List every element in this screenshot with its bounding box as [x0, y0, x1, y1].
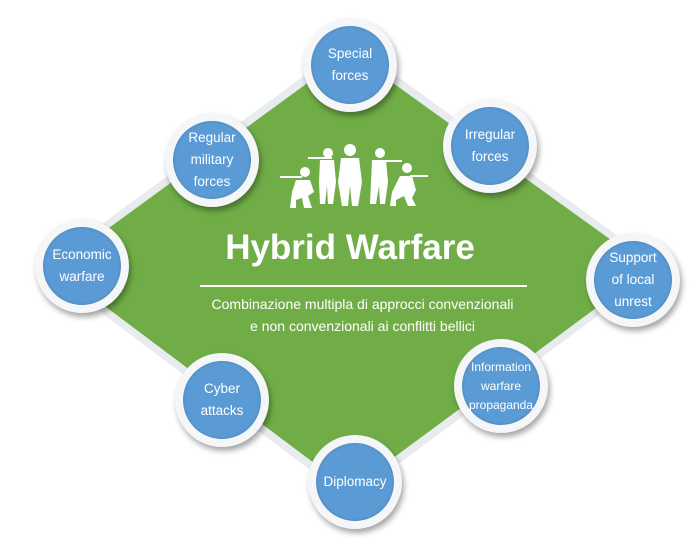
node-diplomacy: Diplomacy — [308, 435, 402, 529]
title-divider — [200, 285, 527, 287]
node-special-forces: Special forces — [303, 18, 397, 112]
diagram-title: Hybrid Warfare — [225, 228, 475, 267]
green-diamond — [54, 52, 650, 490]
diagram-subtitle: Combinazione multipla di approcci conven… — [211, 296, 514, 334]
node-economic-warfare: Economic warfare — [35, 219, 129, 313]
node-regular-military-forces: Regular military forces — [165, 113, 259, 207]
soldiers-silhouette-icon — [280, 144, 428, 208]
node-irregular-forces: Irregular forces — [443, 99, 537, 193]
node-support-local-unrest: Support of local unrest — [586, 233, 680, 327]
node-information-warfare: Information warfare propaganda — [454, 339, 548, 433]
node-cyber-attacks: Cyber attacks — [175, 353, 269, 447]
